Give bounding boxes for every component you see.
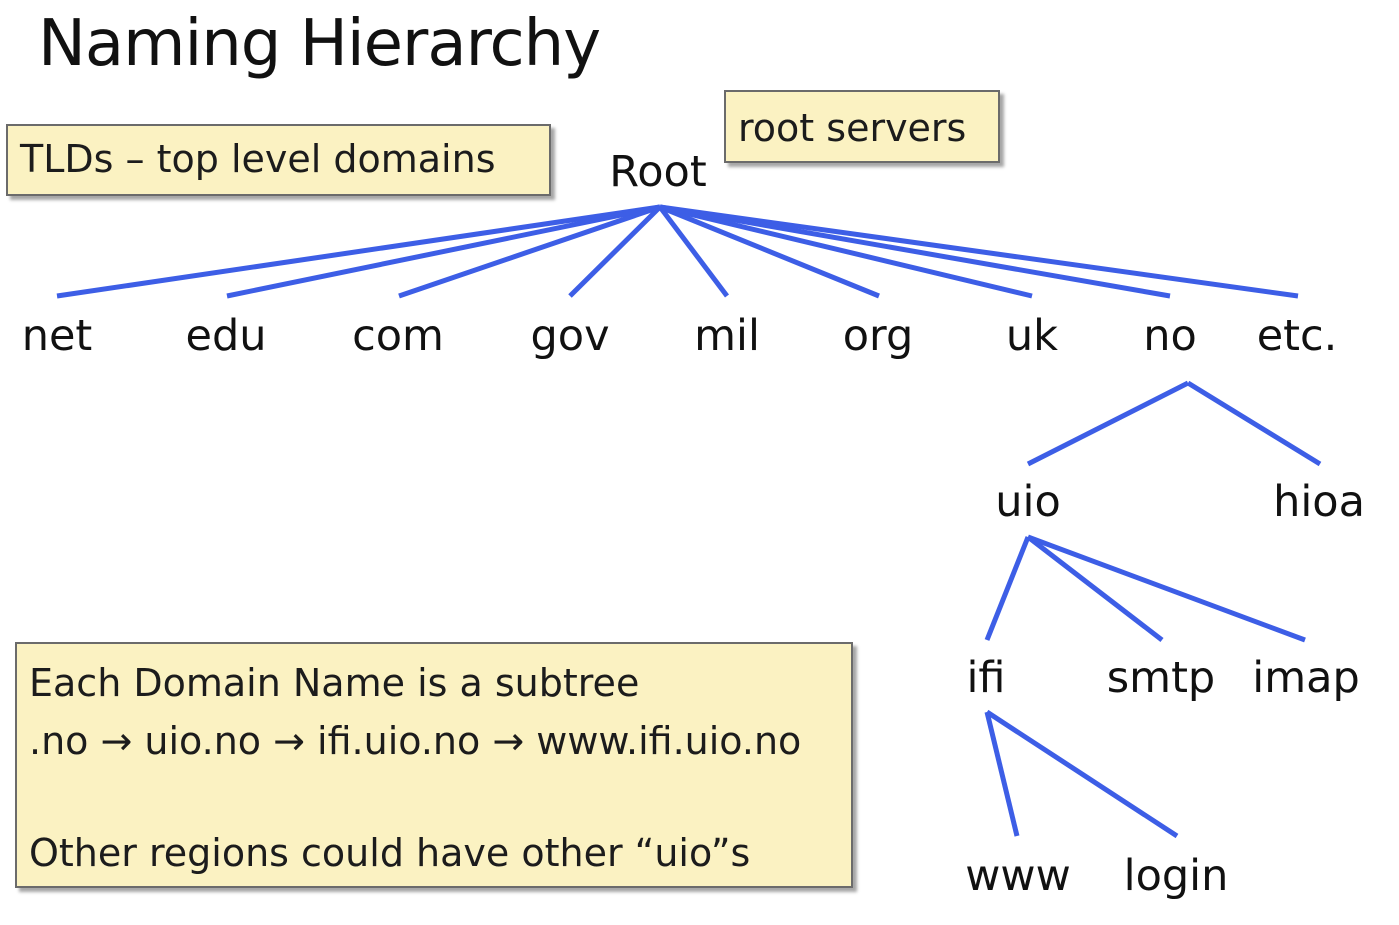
edge-root-net	[56, 204, 661, 299]
edge-no-uio	[1026, 380, 1190, 467]
edge-uio-smtp	[1026, 535, 1164, 642]
root-edges	[56, 204, 1299, 299]
node-ifi: ifi	[966, 653, 1006, 703]
subtree-callout-line-1: Each Domain Name is a subtree	[29, 661, 640, 705]
tlds-callout-text: TLDs – top level domains	[20, 137, 496, 181]
node-tld-uk: uk	[1005, 311, 1059, 361]
uio-edges	[984, 534, 1306, 643]
edge-root-org	[659, 204, 880, 299]
node-tld-net: net	[21, 311, 93, 361]
edge-ifi-login	[985, 709, 1179, 839]
node-smtp: smtp	[1106, 653, 1216, 703]
edge-root-no	[659, 204, 1171, 299]
node-tld-no: no	[1143, 311, 1197, 361]
edge-ifi-www	[984, 711, 1020, 837]
edge-root-etc	[659, 204, 1299, 299]
tlds-callout: TLDs – top level domains	[6, 124, 551, 196]
node-tld-mil: mil	[694, 311, 760, 361]
node-imap: imap	[1252, 653, 1360, 703]
node-tld-edu: edu	[185, 311, 267, 361]
page-title: Naming Hierarchy	[38, 7, 601, 81]
root-servers-callout: root servers	[724, 90, 1000, 163]
edge-uio-ifi	[984, 536, 1031, 641]
subtree-callout: Each Domain Name is a subtree .no → uio.…	[15, 642, 853, 888]
ifi-edges	[984, 709, 1179, 839]
node-root: Root	[609, 147, 707, 197]
node-login: login	[1123, 851, 1229, 901]
edge-no-hioa	[1186, 380, 1322, 467]
node-tld-gov: gov	[530, 311, 610, 361]
edge-uio-imap	[1027, 534, 1306, 643]
edge-root-uk	[659, 204, 1033, 299]
edge-root-gov	[568, 205, 662, 298]
node-tld-org: org	[842, 311, 914, 361]
node-tld-etc: etc.	[1256, 311, 1338, 361]
subtree-callout-line-3: Other regions could have other “uio”s	[29, 831, 751, 875]
edge-root-com	[398, 204, 661, 299]
no-edges	[1026, 380, 1322, 467]
node-hioa: hioa	[1273, 477, 1365, 527]
node-tld-com: com	[352, 311, 444, 361]
edge-root-edu	[226, 204, 661, 299]
subtree-callout-line-2: .no → uio.no → ifi.uio.no → www.ifi.uio.…	[29, 719, 802, 763]
root-servers-callout-text: root servers	[738, 106, 967, 150]
node-www: www	[965, 851, 1071, 901]
edge-root-mil	[658, 205, 729, 298]
node-uio: uio	[995, 477, 1061, 527]
